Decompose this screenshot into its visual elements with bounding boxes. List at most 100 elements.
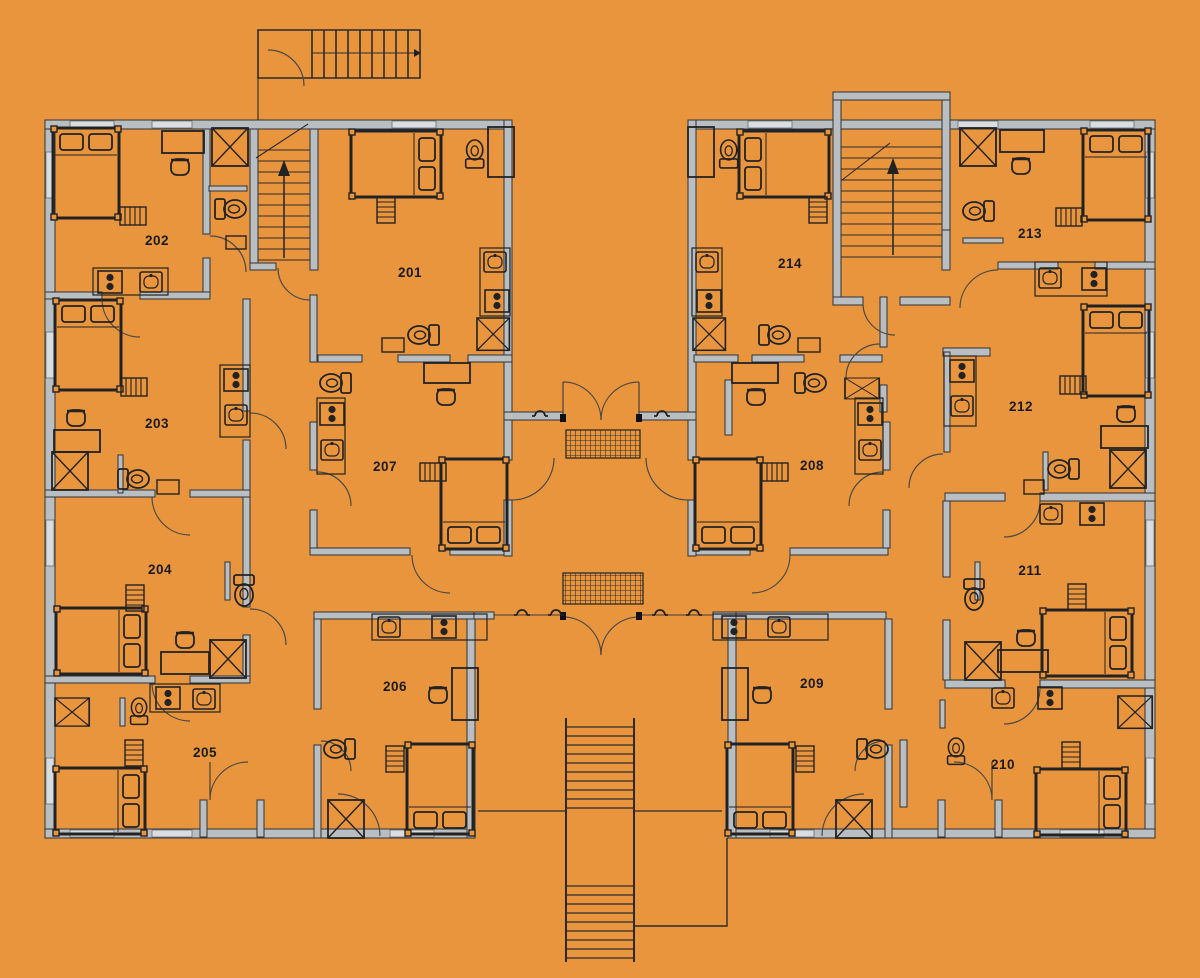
desk-icon xyxy=(423,362,471,384)
sink-icon xyxy=(483,251,507,273)
double-door-bottom xyxy=(560,612,642,656)
kitchen-counter xyxy=(479,247,511,317)
kitchen-counter xyxy=(371,613,488,641)
chair-icon xyxy=(1115,404,1137,424)
window-mark-icon xyxy=(685,609,703,616)
unit-212 xyxy=(943,302,1153,495)
bed-icon xyxy=(1032,765,1130,839)
shelf-icon xyxy=(156,479,180,495)
chair-icon xyxy=(65,408,87,428)
desk-icon xyxy=(53,429,101,453)
bed-icon xyxy=(347,127,445,201)
bed-icon xyxy=(1079,126,1153,224)
room-label-205: 205 xyxy=(193,745,217,760)
closet-icon xyxy=(51,451,89,491)
desk-icon xyxy=(161,130,205,154)
stove-icon xyxy=(319,402,345,426)
shelf-icon xyxy=(797,337,821,353)
chair-icon xyxy=(427,685,449,705)
desk-icon xyxy=(731,362,779,384)
unit-213 xyxy=(959,126,1153,297)
kitchen-counter xyxy=(854,397,884,475)
room-label-201: 201 xyxy=(398,265,422,280)
window xyxy=(747,120,793,129)
room-label-209: 209 xyxy=(800,676,824,691)
ladder-icon xyxy=(376,196,396,224)
kitchen-counter xyxy=(691,247,723,317)
chair-icon xyxy=(1015,628,1037,648)
stove-icon xyxy=(1037,686,1063,710)
double-door-top xyxy=(560,381,642,422)
chair-icon xyxy=(169,157,191,177)
toilet-icon xyxy=(323,738,356,760)
bed-icon xyxy=(437,455,511,553)
toilet-icon xyxy=(407,324,440,346)
closet-icon xyxy=(964,641,1002,681)
chair-icon xyxy=(174,630,196,650)
room-label-214: 214 xyxy=(778,256,802,271)
interior-doors xyxy=(101,235,1041,837)
bed-icon xyxy=(49,124,123,222)
window xyxy=(391,120,437,129)
desk-icon xyxy=(721,667,749,721)
bed-icon xyxy=(735,127,833,201)
unit-205 xyxy=(51,683,221,838)
sink-icon xyxy=(991,687,1015,709)
door-arc xyxy=(209,761,249,801)
main-entries xyxy=(513,381,703,656)
window xyxy=(1145,519,1155,567)
room-label-210: 210 xyxy=(991,757,1015,772)
ladder-icon xyxy=(120,377,148,397)
chair-icon xyxy=(745,387,767,407)
kitchen-counter xyxy=(92,267,169,296)
kitchen-counter xyxy=(219,364,251,438)
sink-icon xyxy=(695,251,719,273)
toilet-icon xyxy=(856,738,889,760)
ladder-icon xyxy=(808,196,828,224)
unit-208 xyxy=(691,362,884,553)
shelf-icon xyxy=(225,235,247,250)
stairs-bottom-center xyxy=(478,718,728,962)
window xyxy=(151,829,193,838)
ladder-icon xyxy=(795,745,815,773)
cabinet-icon xyxy=(687,126,715,178)
stairs-top-left xyxy=(255,29,421,261)
toilet-icon xyxy=(129,697,149,726)
window xyxy=(1145,757,1155,805)
bed-icon xyxy=(52,604,150,678)
sink-icon xyxy=(767,616,791,638)
desk-icon xyxy=(999,129,1045,153)
porch-doors xyxy=(209,761,993,801)
stove-icon xyxy=(97,270,123,294)
bed-icon xyxy=(51,764,149,838)
toilet-icon xyxy=(464,139,485,169)
toilet-icon xyxy=(1047,458,1080,480)
room-label-213: 213 xyxy=(1018,226,1042,241)
wall-inner-lower-right xyxy=(727,618,737,839)
ladder-icon xyxy=(1061,741,1081,769)
unit-206 xyxy=(323,613,488,839)
entry-mat xyxy=(565,429,641,459)
toilet-icon xyxy=(718,139,739,169)
unit-201 xyxy=(347,126,515,353)
closet-icon xyxy=(1109,449,1147,489)
window xyxy=(957,120,999,129)
toilet-icon xyxy=(214,198,247,220)
shelf-icon xyxy=(1023,479,1045,495)
unit-203 xyxy=(51,296,251,495)
sink-icon xyxy=(320,439,344,461)
bed-icon xyxy=(691,455,765,553)
desk-icon xyxy=(997,649,1049,673)
ladder-icon xyxy=(385,745,405,773)
ladder-icon xyxy=(1055,207,1083,227)
chair-icon xyxy=(435,387,457,407)
unit-209 xyxy=(712,613,889,839)
stove-icon xyxy=(857,402,883,426)
room-label-212: 212 xyxy=(1009,399,1033,414)
stove-icon xyxy=(949,359,975,383)
window-mark-icon xyxy=(651,609,669,616)
chair-icon xyxy=(1010,156,1032,176)
wall-exterior-left xyxy=(44,119,56,839)
ladder-icon xyxy=(124,739,144,767)
room-label-211: 211 xyxy=(1018,563,1041,578)
